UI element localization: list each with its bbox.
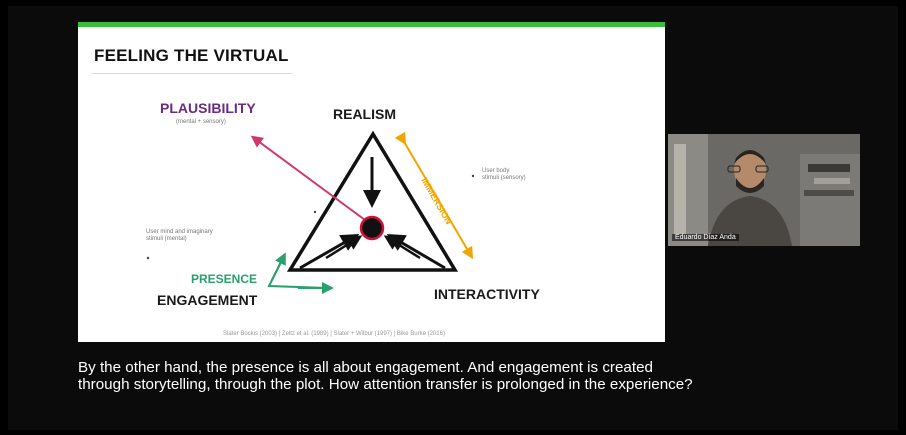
user-body-note: User body stimuli (sensory) [482,168,526,181]
webcam-video [668,134,860,246]
plausibility-sub-label: (mental + sensory) [176,119,226,125]
plausibility-label: PLAUSIBILITY [160,100,256,116]
webcam-tile[interactable]: Eduardo Díaz Anda [668,134,860,246]
realism-label: REALISM [333,106,396,122]
arrow-left-inner [325,235,363,260]
diagram: IMMERSION [146,130,475,294]
dot-mark [471,174,475,178]
user-mind-note: User mind and imaginary stimuli (mental) [146,229,213,242]
center-dot [359,215,385,241]
dot-mark [146,256,150,260]
slide-title: FEELING THE VIRTUAL [94,46,289,65]
immersion-arrow [394,131,474,260]
presence-axes-arrow [267,255,329,289]
plausibility-arrow [250,135,366,221]
dot-mark [313,210,317,214]
subtitle-caption: By the other hand, the presence is all a… [78,359,888,393]
interactivity-label: INTERACTIVITY [434,286,540,302]
slide-citation: Slater Bockis (2003) | Zeltz et al. (198… [223,331,445,337]
engagement-label: ENGAGEMENT [157,292,258,308]
caption-line-2: through storytelling, through the plot. … [78,376,693,393]
slide-accent-bar [78,22,665,27]
arrow-right-inner [383,235,421,260]
participant-name: Eduardo Díaz Anda [672,234,739,241]
arrow-engagement-center [299,234,360,270]
presence-arrow-up [271,252,286,281]
caption-line-1: By the other hand, the presence is all a… [78,359,653,376]
presence-label: PRESENCE [191,272,258,286]
title-underline [92,73,292,74]
presentation-slide: FEELING THE VIRTUAL IMMERSION [78,22,665,342]
